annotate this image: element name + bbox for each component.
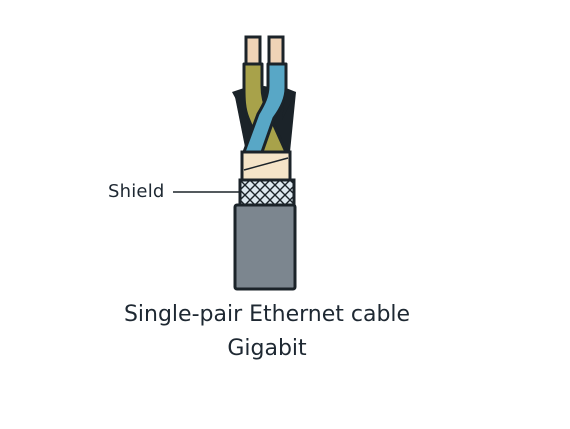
foil-wrap: [240, 150, 292, 182]
shield-label: Shield: [108, 181, 165, 202]
diagram-caption-title: Single-pair Ethernet cable: [123, 302, 411, 327]
braided-shield: [238, 178, 296, 207]
diagram-caption-subtitle: Gigabit: [227, 336, 307, 361]
twist-edge-right: [282, 88, 296, 120]
outer-jacket: [233, 203, 297, 291]
twist-edge-left: [232, 88, 246, 118]
twisted-pair: [232, 62, 296, 154]
conductor-tips: [244, 35, 285, 69]
